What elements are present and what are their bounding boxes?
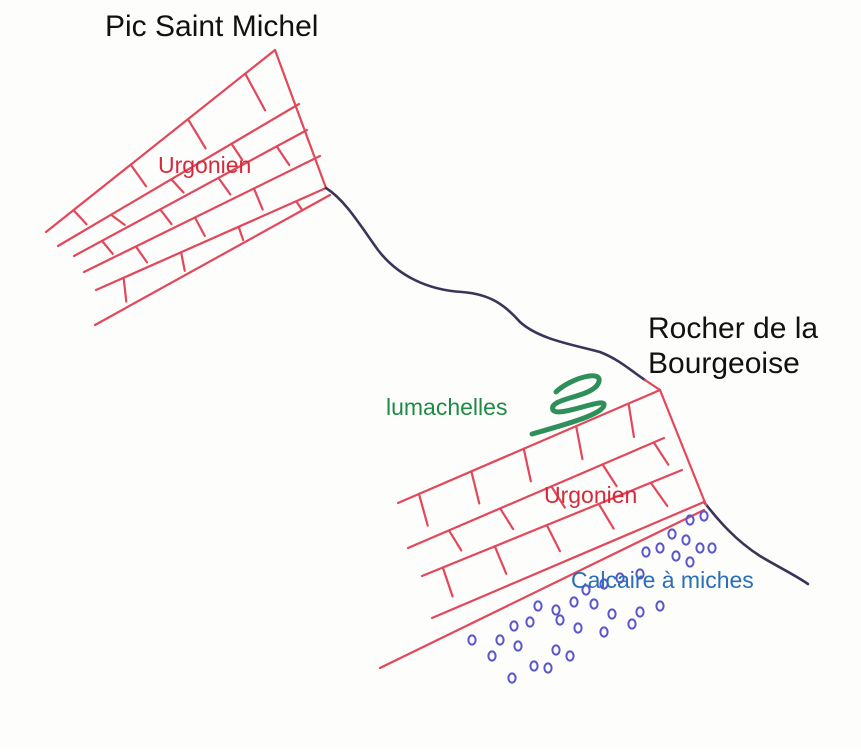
lower-bedding-line [396,388,662,505]
lower-bedding-line [406,436,666,550]
miche-nodule [667,528,677,540]
lower-joint-tick [652,441,670,466]
lower-joint-tick [627,402,636,439]
miche-nodule [655,542,665,554]
miche-nodule [685,514,695,526]
miche-nodule [635,568,645,580]
lower-bedding-line [430,500,706,620]
miche-nodule [487,650,497,662]
miche-nodule [695,542,705,554]
miche-nodule [615,572,625,584]
miche-nodule [635,606,645,618]
miche-nodule [641,546,651,558]
upper-bedding-line [44,48,277,234]
upper-joint-tick [109,213,126,226]
miche-nodule [699,510,709,522]
miche-nodule [565,650,575,662]
miche-nodule [569,596,579,608]
lumachelles-squiggle [529,373,607,437]
upper-joint-tick [159,208,173,226]
upper-bedding-line [56,102,301,248]
upper-joint-tick [100,239,114,255]
miche-nodule [533,600,543,612]
lumachelles-label: lumachelles [386,394,508,420]
miche-nodule [671,550,681,562]
miche-nodule [685,556,695,568]
urgonien-lower-label: Urgonien [544,482,638,508]
miche-nodule [581,584,591,596]
lower-joint-tick [447,529,463,552]
miche-nodule [525,616,535,628]
upper-joint-tick [180,251,186,272]
lower-joint-tick [601,463,618,488]
lower-joint-tick [499,507,515,531]
lower-joint-tick [649,481,669,508]
upper-bedding-line [93,193,332,327]
upper-joint-tick [295,200,303,211]
miche-nodule [589,598,599,610]
miche-nodule [607,608,617,620]
upper-joint-tick [217,176,232,196]
upper-joint-tick [134,245,149,264]
upper-cliff-face [273,48,328,190]
upper-joint-tick [193,216,206,238]
upper-joint-tick [252,187,264,211]
upper-joint-tick [186,118,207,150]
topographic-profile-line [324,186,647,382]
calcaire-a-miches-label: Calcaire à miches [571,567,754,593]
lower-bedding-line [378,508,706,670]
miche-nodule [513,640,523,652]
lower-joint-tick [470,470,481,505]
miche-nodule [627,618,637,630]
miche-nodule [551,604,561,616]
lower-cliff-face [658,388,708,507]
lower-bedding-line [420,468,684,578]
miche-nodule [529,660,539,672]
upper-joint-tick [129,163,148,188]
lower-joint-tick [417,492,429,527]
miche-nodule [655,600,665,612]
miche-nodule [543,662,553,674]
upper-joint-tick [122,276,128,303]
miche-nodule [707,542,717,554]
lower-slope-line [702,500,810,586]
lower-joint-tick [550,485,566,509]
miche-nodule [509,620,519,632]
miche-nodule [599,626,609,638]
pic-saint-michel-label: Pic Saint Michel [105,10,319,43]
lower-joint-tick [545,524,562,553]
lower-joint-tick [597,502,615,530]
calcaire-a-miches-nodules [467,510,717,684]
lower-urgonien-bedding [378,378,708,670]
lower-joint-tick [441,566,454,598]
miche-nodule [599,578,609,590]
upper-joint-tick [244,72,267,112]
upper-bedding-line [82,154,322,274]
lower-joint-tick [522,447,532,483]
upper-joint-tick [230,142,244,161]
miche-nodule [555,614,565,626]
rocher-de-la-bourgeoise-label: Rocher de la Bourgeoise [648,312,818,381]
lower-cliff-top [643,378,662,392]
upper-joint-tick [170,178,185,194]
miche-nodule [681,534,691,546]
lower-joint-tick [493,545,508,575]
miche-nodule [495,634,505,646]
urgonien-upper-label: Urgonien [158,152,252,178]
upper-bedding-line [72,128,309,258]
miche-nodule [551,644,561,656]
upper-joint-tick [237,225,245,242]
miche-nodule [467,634,477,646]
rocher-label-line-2: Bourgeoise [648,346,800,380]
miche-nodule [507,672,517,684]
upper-joint-tick [72,209,88,226]
lower-joint-tick [575,425,584,461]
miche-nodule [573,622,583,634]
rocher-label-line-1: Rocher de la [648,312,819,345]
upper-joint-tick [275,145,291,167]
upper-bedding-line [94,186,328,292]
upper-urgonien-bedding [44,48,332,327]
